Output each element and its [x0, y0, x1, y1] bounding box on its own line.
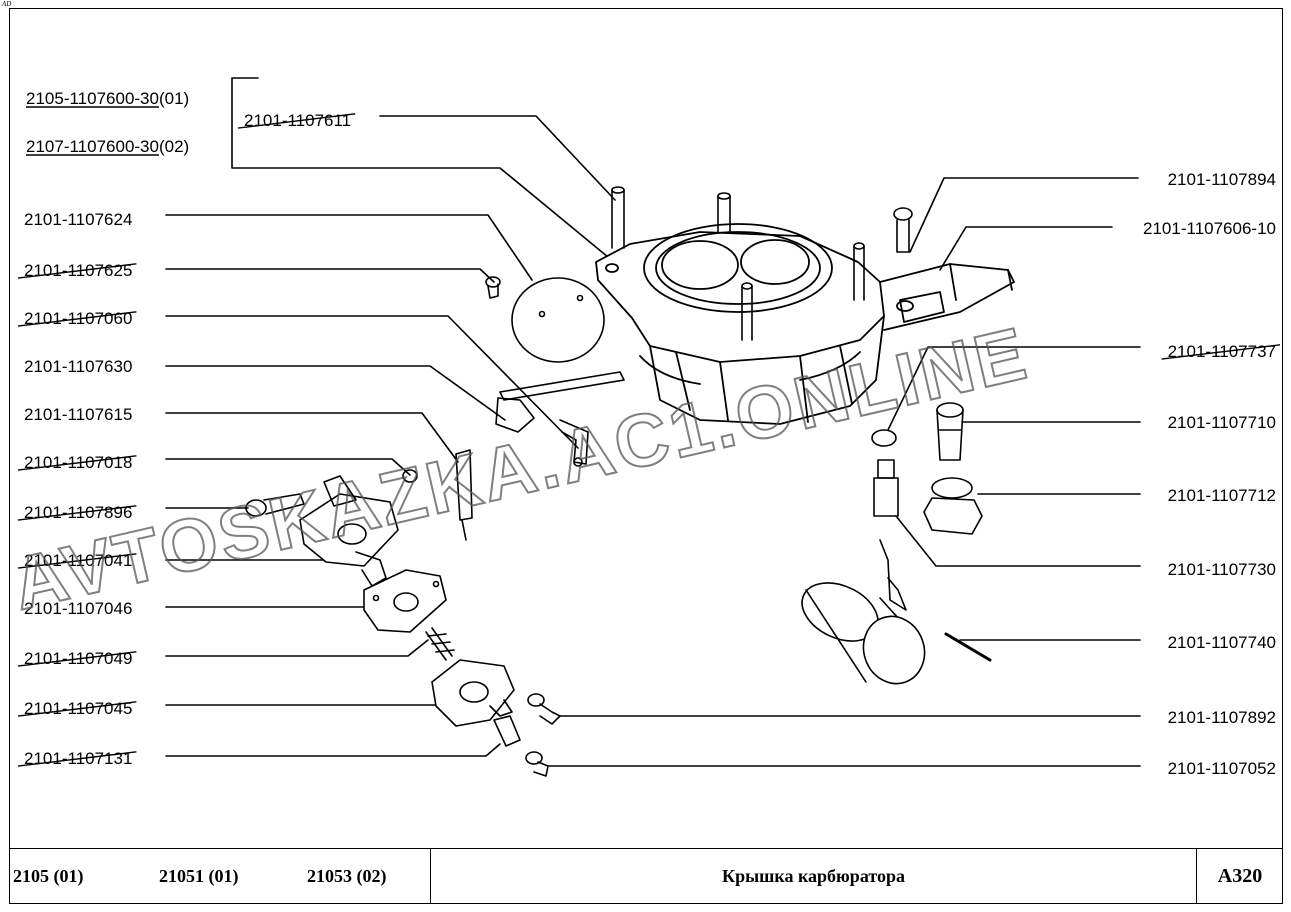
drawing-code: A320 — [1217, 865, 1263, 887]
strike-p14 — [17, 701, 137, 717]
strike-r3 — [1161, 344, 1281, 360]
model-list: 2105 (01) 21051 (01) 21053 (02) — [9, 849, 431, 904]
screw-892 — [527, 693, 561, 725]
leader-p3 — [379, 115, 616, 201]
plug-712 — [923, 477, 983, 535]
part-label-p2: 2107-1107600-30(02) — [26, 137, 189, 156]
title-block: 2105 (01) 21051 (01) 21053 (02) Крышка к… — [9, 848, 1283, 904]
screw-896 — [245, 493, 305, 517]
strike-p3 — [237, 113, 356, 129]
float-axle — [944, 632, 992, 662]
part-label-r2: 2101-1107606-10 — [1143, 219, 1276, 238]
leader-p9 — [165, 458, 411, 476]
housing-045 — [431, 659, 515, 727]
screw-131 — [493, 715, 521, 747]
model-21053: 21053 (02) — [307, 866, 387, 886]
float — [801, 539, 926, 685]
diaphragm-046 — [355, 551, 447, 633]
screw-052 — [525, 751, 549, 777]
part-label-r5: 2101-1107712 — [1168, 486, 1276, 505]
leader-p6 — [165, 315, 579, 449]
strike-p10 — [17, 505, 137, 521]
leader-p7 — [165, 365, 506, 421]
gasket-624 — [511, 277, 605, 363]
part-label-p4: 2101-1107624 — [24, 210, 132, 229]
drawing-title: Крышка карбюратора — [431, 849, 1197, 904]
part-label-r1: 2101-1107894 — [1168, 170, 1276, 189]
spring-049 — [425, 627, 455, 661]
leader-r2 — [939, 226, 1113, 271]
exploded-parts-diagram: 2105-1107600-30(01) 2107-1107600-30(02) 21… — [17, 77, 1281, 778]
leader-p8 — [165, 412, 459, 463]
model-2105: 2105 (01) — [13, 866, 84, 886]
leader-p4 — [165, 214, 533, 281]
part-label-r4: 2101-1107710 — [1168, 413, 1276, 432]
rod-630 — [455, 449, 473, 541]
studs — [611, 186, 865, 341]
part-label-r9: 2101-1107052 — [1168, 759, 1276, 778]
part-label-p8: 2101-1107615 — [24, 405, 132, 424]
leader-r3 — [887, 346, 1141, 431]
leader-p5 — [165, 268, 495, 283]
drawing-frame — [9, 8, 1283, 904]
part-label-r8: 2101-1107892 — [1168, 708, 1276, 727]
strike-p15 — [17, 751, 137, 767]
lever-shaft — [495, 371, 625, 467]
screw-625 — [485, 276, 501, 299]
corner-mark: AD — [2, 0, 12, 8]
leader-p15 — [165, 743, 501, 757]
strike-p11 — [17, 553, 137, 569]
strike-p5 — [17, 263, 137, 279]
needle-valve-730 — [873, 459, 899, 517]
leader-p13 — [165, 639, 429, 657]
part-label-p7: 2101-1107630 — [24, 357, 132, 376]
part-label-r6: 2101-1107730 — [1168, 560, 1276, 579]
carburetor-cover — [595, 223, 1015, 425]
strike-p13 — [17, 651, 137, 667]
washer-737 — [871, 429, 897, 447]
assembly-leader — [231, 77, 615, 263]
part-label-p12: 2101-1107046 — [24, 599, 132, 618]
diaphragm-cover-041 — [299, 475, 399, 567]
model-21051: 21051 (01) — [159, 866, 239, 886]
part-label-r7: 2101-1107740 — [1168, 633, 1276, 652]
strike-p9 — [17, 455, 137, 471]
spring-018 — [402, 469, 418, 483]
fitting-710 — [936, 402, 964, 461]
strike-p6 — [17, 311, 137, 327]
screw-894 — [893, 207, 913, 253]
part-label-p1: 2105-1107600-30(01) — [26, 89, 189, 108]
leader-r1 — [909, 177, 1139, 253]
leader-r6 — [895, 515, 1141, 567]
